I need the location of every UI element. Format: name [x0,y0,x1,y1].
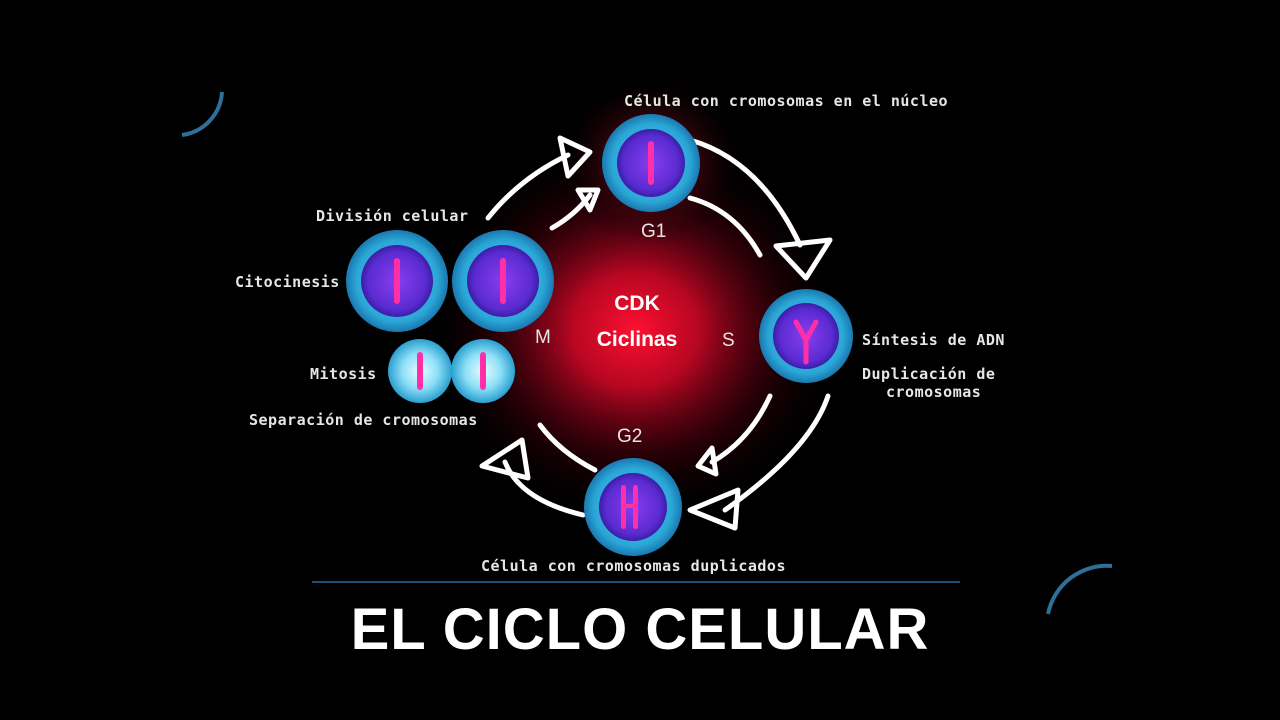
phase-m: M [535,327,551,348]
arrow-head-icon [773,237,833,281]
label-duplicacion-1: Duplicación de [862,365,996,383]
label-g1-cell: Célula con cromosomas en el núcleo [624,92,949,110]
cell-mitosis-right-icon [451,339,515,403]
phase-g1: G1 [641,221,667,242]
chromosome-icon [394,258,400,304]
label-mitosis: Mitosis [310,365,377,383]
chromosome-icon [500,258,506,304]
chromosome-icon [793,319,819,365]
arrow-head-icon [575,187,601,213]
center-glow [425,140,845,520]
cell-g2-icon [584,458,682,556]
arrow-icon [722,393,831,513]
cell-citocinesis-left-icon [346,230,448,332]
arrow-head-icon [695,445,719,477]
arrow-icon [549,192,593,231]
arrow-icon [537,422,598,473]
arrow-icon [485,152,571,221]
center-cdk: CDK [614,292,660,315]
cell-mitosis-left-icon [388,339,452,403]
chromosome-icon [648,141,654,185]
arrow-icon [687,195,763,258]
cell-s-icon [759,289,853,383]
label-duplicacion-2: cromosomas [886,383,982,401]
arrow-head-icon [479,437,531,481]
corner-arc-icon [181,91,224,137]
page-title: EL CICLO CELULAR [350,597,930,662]
label-sintesis: Síntesis de ADN [862,331,1005,349]
arrow-icon [687,137,803,248]
center-ciclinas: Ciclinas [596,328,678,351]
arrow-head-icon [687,487,741,531]
corner-arc-icon [1046,563,1113,615]
arrow-icon [709,393,773,465]
cell-citocinesis-right-icon [452,230,554,332]
chromosome-icon [480,352,486,390]
label-g2-cell: Célula con cromosomas duplicados [481,557,786,575]
label-citocinesis: Citocinesis [235,273,340,291]
label-division: División celular [316,207,469,225]
arrow-head-icon [557,135,593,179]
cell-g1-icon [602,114,700,212]
phase-s: S [722,330,735,351]
label-separacion: Separación de cromosomas [249,411,478,429]
chromosome-icon [621,485,626,529]
phase-g2: G2 [617,426,643,447]
chromosome-icon [417,352,423,390]
divider-line [312,581,960,583]
arrow-icon [502,459,586,518]
